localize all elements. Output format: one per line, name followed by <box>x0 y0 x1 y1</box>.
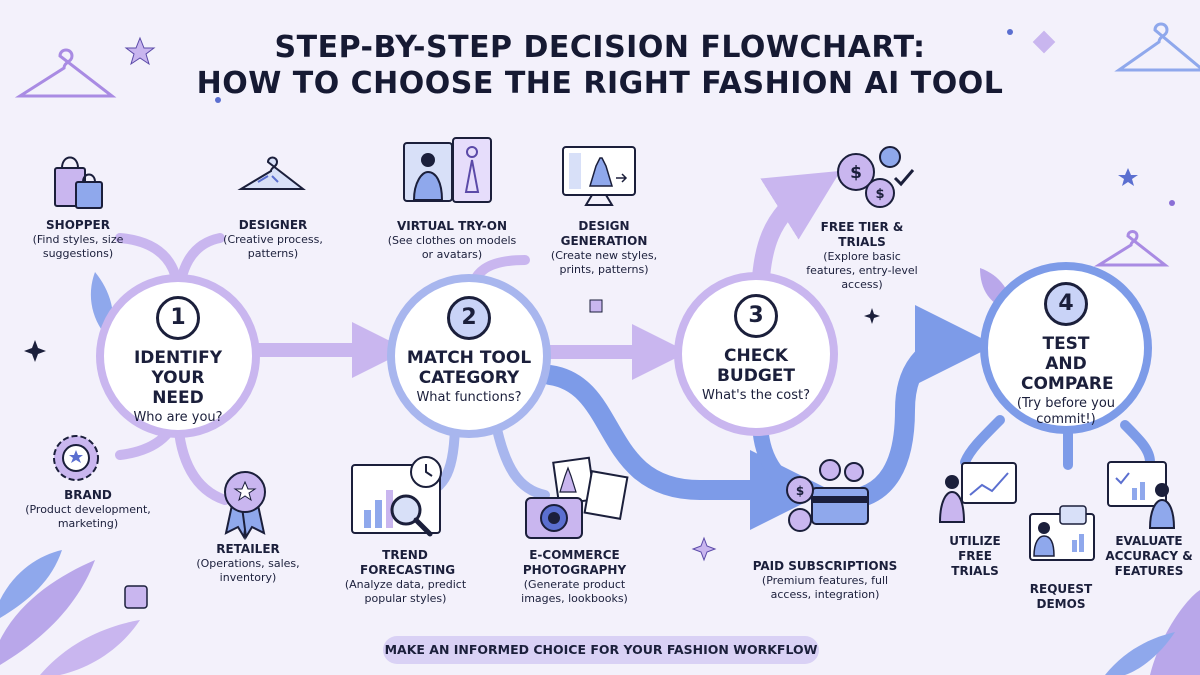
step-number: 2 <box>447 296 491 340</box>
shopping-bags-icon <box>54 156 103 209</box>
branch-label: SHOPPER <box>46 218 110 232</box>
svg-text:$: $ <box>875 187 884 202</box>
hanger-icon <box>14 22 1200 267</box>
branch-request-demos: REQUEST DEMOS <box>1025 582 1097 612</box>
branch-label: TREND FORECASTING <box>360 548 456 577</box>
branch-description: (Operations, sales, inventory) <box>196 557 300 584</box>
step-1-identify-need: 1 IDENTIFY YOUR NEED Who are you? <box>104 282 252 430</box>
step-heading: MATCH TOOL CATEGORY <box>406 348 532 388</box>
coins-check-icon: $ $ <box>837 146 915 208</box>
step-number: 3 <box>734 294 778 338</box>
branch-paid-subscriptions: PAID SUBSCRIPTIONS (Premium features, fu… <box>750 559 900 602</box>
camera-photos-icon <box>525 456 629 539</box>
branch-label: FREE TIER & TRIALS <box>820 220 904 249</box>
branch-retailer: RETAILER (Operations, sales, inventory) <box>188 542 308 585</box>
branch-design-generation: DESIGN GENERATION (Create new styles, pr… <box>548 219 660 277</box>
branch-ecommerce-photography: E-COMMERCE PHOTOGRAPHY (Generate product… <box>512 548 637 606</box>
branch-utilize-free-trials: UTILIZE FREE TRIALS <box>940 534 1010 579</box>
step-heading: IDENTIFY YOUR NEED <box>133 348 223 408</box>
page-title-line-1: STEP-BY-STEP DECISION FLOWCHART: <box>274 30 926 65</box>
branch-free-tier-trials: FREE TIER & TRIALS (Explore basic featur… <box>797 220 927 292</box>
branch-description: (Premium features, full access, integrat… <box>761 574 889 601</box>
dress-monitor-icon <box>562 146 636 206</box>
credit-card-coins-icon: $ <box>786 459 869 532</box>
branch-label: E-COMMERCE PHOTOGRAPHY <box>522 548 627 577</box>
step-number: 1 <box>156 296 200 340</box>
step-rings <box>96 262 1152 438</box>
branch-virtual-try-on: VIRTUAL TRY-ON (See clothes on models or… <box>382 219 522 262</box>
branch-label: PAID SUBSCRIPTIONS <box>752 559 898 573</box>
hanger-sketch-icon <box>237 156 306 190</box>
step-heading: CHECK BUDGET <box>716 346 796 386</box>
branch-brand: BRAND (Product development, marketing) <box>18 488 158 531</box>
step-subtitle: Who are you? <box>133 410 223 425</box>
analyst-dashboard-icon <box>1107 461 1176 529</box>
branch-label: UTILIZE FREE TRIALS <box>949 534 1001 578</box>
branch-description: (See clothes on models or avatars) <box>387 234 517 261</box>
svg-text:$: $ <box>850 163 862 183</box>
branch-label: REQUEST DEMOS <box>1029 582 1093 611</box>
presenter-screen-icon <box>1029 505 1095 561</box>
branch-label: EVALUATE ACCURACY & FEATURES <box>1105 534 1193 578</box>
branch-label: DESIGN GENERATION <box>560 219 648 248</box>
branch-label: BRAND <box>64 488 112 502</box>
branch-description: (Analyze data, predict popular styles) <box>344 578 467 605</box>
step-4-test-and-compare: 4 TEST AND COMPARE (Try before you commi… <box>990 272 1142 427</box>
branch-description: (Generate product images, lookbooks) <box>521 578 628 605</box>
decorative-leaves <box>0 268 1200 675</box>
branch-shopper: SHOPPER (Find styles, size suggestions) <box>18 218 138 261</box>
step-2-match-tool-category: 2 MATCH TOOL CATEGORY What functions? <box>395 282 543 430</box>
branch-trend-forecasting: TREND FORECASTING (Analyze data, predict… <box>338 548 473 606</box>
branch-label: RETAILER <box>216 542 280 556</box>
branch-description: (Product development, marketing) <box>25 503 151 530</box>
branch-description: (Find styles, size suggestions) <box>32 233 124 260</box>
branch-description: (Creative process, patterns) <box>223 233 323 260</box>
branch-designer: DESIGNER (Creative process, patterns) <box>213 218 333 261</box>
footer-banner: MAKE AN INFORMED CHOICE FOR YOUR FASHION… <box>383 636 819 664</box>
branch-label: DESIGNER <box>238 218 308 232</box>
step-heading: TEST AND COMPARE <box>1021 334 1114 394</box>
branch-description: (Explore basic features, entry-level acc… <box>806 250 918 291</box>
svg-text:$: $ <box>796 484 804 498</box>
virtual-mirror-icon <box>403 137 492 203</box>
page-title-line-2: HOW TO CHOOSE THE RIGHT FASHION AI TOOL <box>196 66 1004 101</box>
step-subtitle: What functions? <box>416 390 522 405</box>
branch-evaluate-accuracy: EVALUATE ACCURACY & FEATURES <box>1104 534 1194 579</box>
gear-star-icon <box>53 435 99 481</box>
step-subtitle: (Try before you commit!) <box>1016 396 1116 427</box>
step-subtitle: What's the cost? <box>702 388 810 403</box>
branch-label: VIRTUAL TRY-ON <box>396 219 508 233</box>
step-number: 4 <box>1044 282 1088 326</box>
branch-description: (Create new styles, prints, patterns) <box>550 249 658 276</box>
chart-magnifier-icon <box>351 456 442 537</box>
person-chart-icon <box>938 462 1017 523</box>
award-ribbon-icon <box>224 471 266 540</box>
step-3-check-budget: 3 CHECK BUDGET What's the cost? <box>682 280 830 428</box>
